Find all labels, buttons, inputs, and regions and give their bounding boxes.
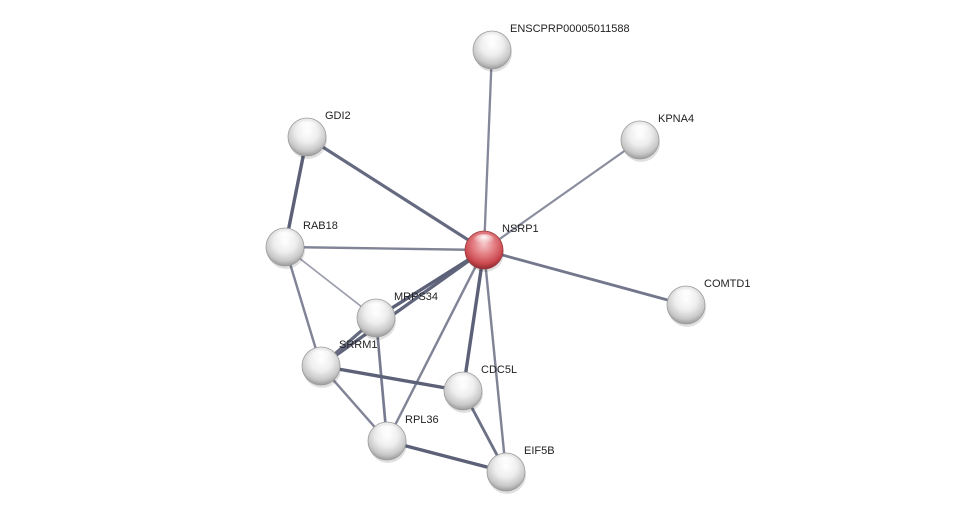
- node-label-mrps34: MRPS34: [394, 291, 438, 303]
- node-eif5b[interactable]: EIF5B: [486, 445, 555, 494]
- node-label-srrm1: SRRM1: [339, 339, 378, 351]
- node-highlight: [364, 302, 388, 317]
- edge-nsrp1-gdi2[interactable]: [305, 135, 486, 252]
- node-enscprp00005011588[interactable]: ENSCPRP00005011588: [472, 23, 630, 72]
- node-highlight: [480, 34, 504, 49]
- node-label-rpl36: RPL36: [405, 414, 439, 426]
- node-label-eif5b: EIF5B: [524, 445, 555, 457]
- node-mrps34[interactable]: MRPS34: [356, 291, 438, 340]
- node-label-comtd1: COMTD1: [704, 278, 750, 290]
- node-highlight: [273, 231, 297, 246]
- edge-nsrp1-eif5b[interactable]: [482, 248, 508, 474]
- edge-rab18-srrm1[interactable]: [283, 245, 323, 368]
- edge-nsrp1-kpna4[interactable]: [482, 138, 642, 252]
- node-highlight: [494, 456, 518, 471]
- node-highlight: [295, 121, 319, 136]
- node-highlight: [451, 375, 475, 390]
- node-highlight: [309, 350, 333, 365]
- node-label-gdi2: GDI2: [325, 110, 351, 122]
- edge-rpl36-eif5b[interactable]: [385, 439, 508, 474]
- edge-mrps34-rpl36[interactable]: [374, 316, 389, 443]
- node-rpl36[interactable]: RPL36: [367, 414, 439, 463]
- edge-nsrp1-comtd1[interactable]: [482, 248, 688, 307]
- node-highlight: [628, 124, 652, 139]
- node-label-enscprp00005011588: ENSCPRP00005011588: [510, 23, 630, 35]
- node-gdi2[interactable]: GDI2: [287, 110, 351, 159]
- node-highlight: [472, 234, 496, 249]
- node-label-kpna4: KPNA4: [658, 113, 694, 125]
- node-highlight: [674, 289, 698, 304]
- edge-nsrp1-cdc5l[interactable]: [461, 248, 486, 393]
- edge-nsrp1-enscprp00005011588[interactable]: [482, 48, 494, 252]
- node-comtd1[interactable]: COMTD1: [666, 278, 750, 327]
- node-nsrp1[interactable]: NSRP1: [464, 223, 539, 272]
- node-rab18[interactable]: RAB18: [265, 220, 338, 269]
- node-srrm1[interactable]: SRRM1: [301, 339, 378, 388]
- node-label-nsrp1: NSRP1: [502, 223, 539, 235]
- node-highlight: [375, 425, 399, 440]
- node-label-rab18: RAB18: [303, 220, 338, 232]
- node-label-cdc5l: CDC5L: [481, 364, 517, 376]
- edge-nsrp1-rab18[interactable]: [283, 245, 486, 252]
- edge-srrm1-cdc5l[interactable]: [319, 364, 465, 393]
- node-cdc5l[interactable]: CDC5L: [443, 364, 517, 413]
- node-kpna4[interactable]: KPNA4: [620, 113, 694, 162]
- edge-nsrp1-rpl36[interactable]: [385, 248, 486, 443]
- edge-nsrp1-srrm1[interactable]: [319, 248, 486, 368]
